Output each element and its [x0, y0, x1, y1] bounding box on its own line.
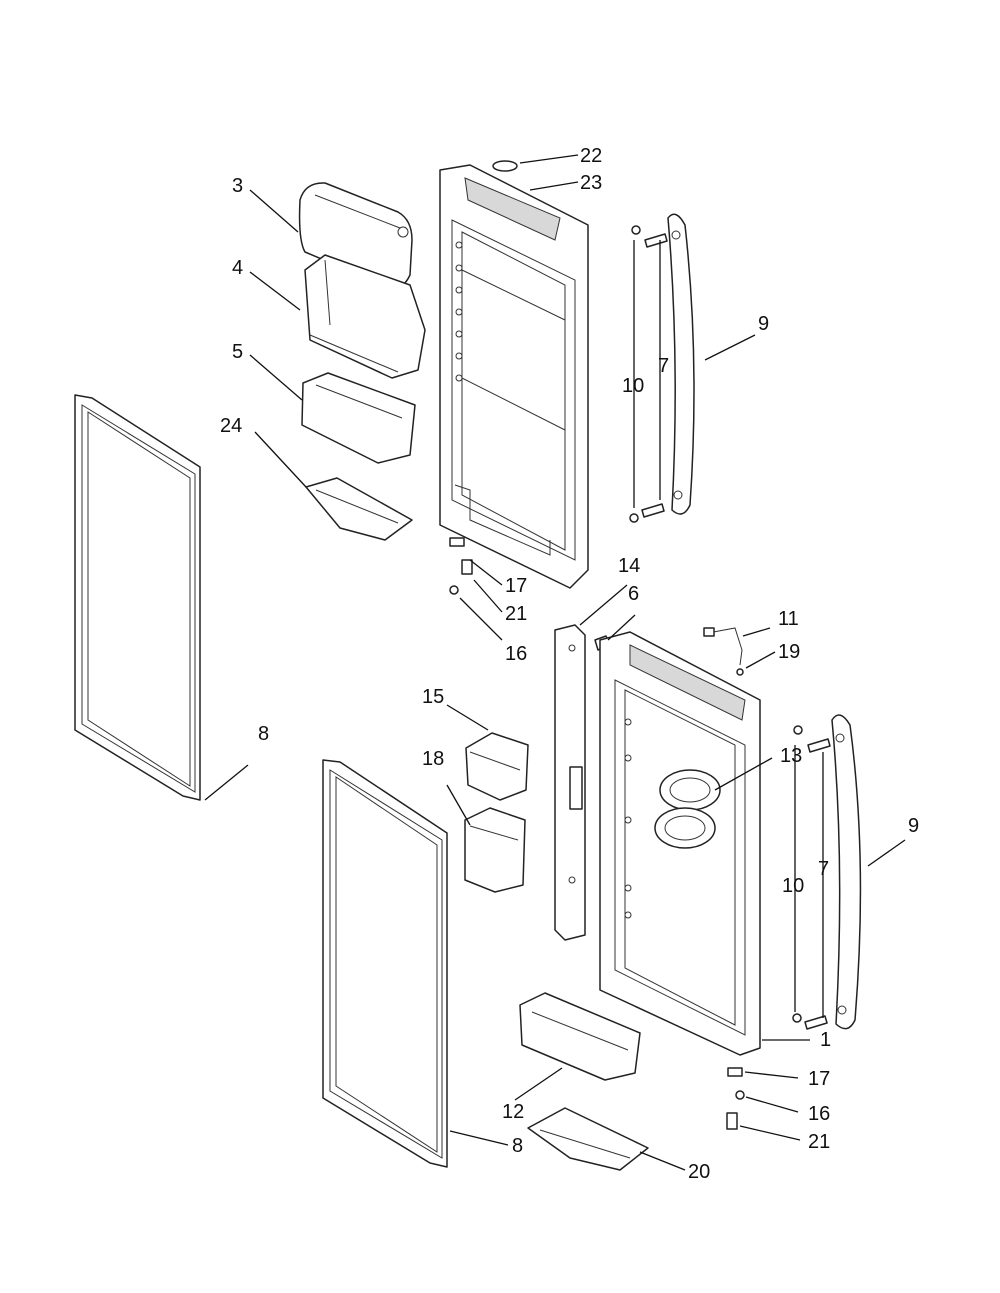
callout-21-upper: 21 — [505, 603, 527, 625]
callout-21-lower: 21 — [808, 1131, 830, 1153]
callout-5: 5 — [232, 341, 243, 363]
callout-3: 3 — [232, 175, 243, 197]
callout-17-lower: 17 — [808, 1068, 830, 1090]
tube-11 — [703, 627, 744, 676]
liner-holes-lower — [624, 718, 632, 919]
liner-holes-upper — [455, 241, 463, 382]
gasket-upper-left — [74, 394, 201, 801]
callout-6: 6 — [628, 583, 639, 605]
upper-door-liner — [439, 164, 589, 589]
bin-15 — [465, 732, 529, 801]
callout-4: 4 — [232, 257, 243, 279]
callout-13: 13 — [780, 745, 802, 767]
callout-10-lower: 10 — [782, 875, 804, 897]
callout-16-upper: 16 — [505, 643, 527, 665]
bin-cover — [298, 182, 413, 289]
callout-9-upper: 9 — [758, 313, 769, 335]
bin-18 — [464, 807, 526, 893]
cap-22 — [492, 160, 518, 172]
callout-7-upper: 7 — [658, 355, 669, 377]
callout-7-lower: 7 — [818, 858, 829, 880]
callout-12: 12 — [502, 1101, 524, 1123]
hinge-parts-lower — [726, 1067, 745, 1130]
hinge-parts-upper — [449, 537, 473, 595]
callout-16-lower: 16 — [808, 1103, 830, 1125]
callout-10-upper: 10 — [622, 375, 644, 397]
callout-15: 15 — [422, 686, 444, 708]
handle-lower — [831, 714, 862, 1030]
callout-24: 24 — [220, 415, 242, 437]
callout-19: 19 — [778, 641, 800, 663]
ring-13 — [654, 769, 721, 849]
callout-9-lower: 9 — [908, 815, 919, 837]
door-bin-12 — [519, 992, 641, 1081]
door-bin-5 — [301, 372, 416, 464]
handle-upper — [667, 213, 695, 515]
door-bin-4 — [304, 254, 426, 379]
screws-lower — [792, 725, 831, 1030]
callout-22: 22 — [580, 145, 602, 167]
callout-17-upper: 17 — [505, 575, 527, 597]
callout-18: 18 — [422, 748, 444, 770]
callout-14: 14 — [618, 555, 640, 577]
callout-1: 1 — [820, 1029, 831, 1051]
tray-24 — [305, 477, 413, 541]
callout-23: 23 — [580, 172, 602, 194]
callout-8-upper: 8 — [258, 723, 269, 745]
gasket-lower — [322, 759, 448, 1168]
callout-20: 20 — [688, 1161, 710, 1183]
leader-lines — [204, 154, 906, 1171]
callout-8-lower: 8 — [512, 1135, 523, 1157]
tray-20 — [527, 1107, 649, 1171]
screws-upper — [629, 225, 668, 523]
hinge-bar-14 — [554, 624, 586, 941]
callout-labels: 22 23 3 4 5 24 9 10 7 17 21 16 14 6 11 1… — [220, 145, 919, 1183]
callout-11: 11 — [778, 608, 799, 630]
